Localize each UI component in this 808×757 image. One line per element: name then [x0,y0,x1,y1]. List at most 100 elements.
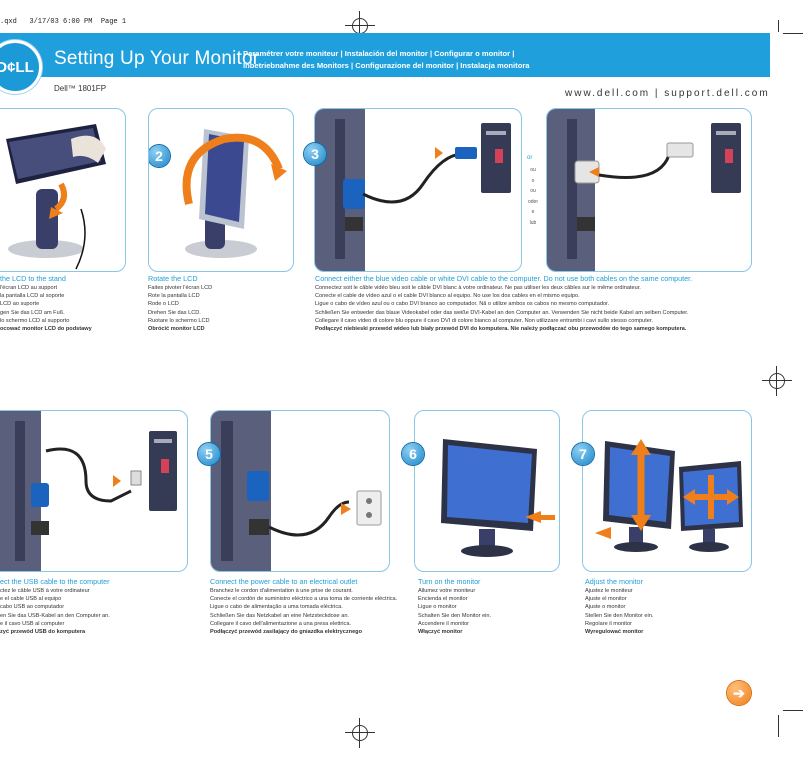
step-5-caption: Connect the power cable to an electrical… [210,577,397,636]
page-subtitle: Paramétrer votre moniteur | Instalación … [243,48,530,72]
dvi-cable-illustration [547,109,741,271]
monitor-on-stand-illustration [6,124,106,270]
page-title: Setting Up Your Monitor [54,48,260,69]
step-2-number-badge: 2 [149,145,170,167]
step-5-line-es: Conecte el cordón de suministro eléctric… [210,596,398,603]
or-it: e [531,209,535,215]
or-translations: ou o ou oder e lub [527,165,539,228]
logo-text: D¢LL [0,58,34,76]
step-1-line-de: gen Sie das LCD am Fuß. [0,309,65,316]
step-3-heading: Connect either the blue video cable or w… [315,274,693,283]
step-3-line-es: Conecte el cable de vídeo azul o el cabl… [315,293,580,300]
step-6-line-fr: Allumez votre moniteur [418,588,476,594]
step-5-line-pt: Ligue o cabo de alimentação a uma tomada… [210,604,343,611]
step-6-line-pl: Włączyć monitor [418,629,463,636]
step-4-line-it: e il cavo USB al computer [0,620,65,627]
step-3-line-it: Collegare il cavo video di colore blu op… [315,317,653,324]
step-5-line-de: Schließen Sie das Netzkabel an eine Netz… [210,612,349,619]
crop-mark [783,710,803,711]
step-4-illustration [0,410,188,572]
rotate-monitor-illustration [182,129,287,258]
next-page-arrow-icon[interactable]: ➔ [727,681,751,705]
registration-mark-icon [345,718,375,748]
step-7-caption: Adjust the monitor Ajustez le moniteur A… [585,577,653,636]
step-7-line-es: Ajuste el monitor [585,596,627,603]
next-arrow-glyph: ➔ [733,684,745,701]
step-1-illustration [0,108,126,272]
step-6-heading: Turn on the monitor [418,577,481,586]
step-6-line-es: Encienda el monitor [418,596,468,603]
step-7-line-pt: Ajuste o monitor [585,604,626,611]
step-2-line-fr: Faites pivoter l'écran LCD [148,285,213,291]
video-cable-illustration [315,109,511,271]
step-3-illustration [314,108,522,272]
step-1-heading: the LCD to the stand [0,274,66,283]
website-url[interactable]: www.dell.com | support.dell.com [565,88,770,99]
step-2-caption: Rotate the LCD Faites pivoter l'écran LC… [148,274,212,333]
crop-mark [783,33,803,34]
step-7-line-pl: Wyregulować monitor [585,629,644,636]
subtitle-line-2: Inbetriebnahme des Monitors | Configuraz… [243,61,530,70]
step-7-line-fr: Ajustez le moniteur [585,588,633,594]
step-1-line-pl: ocować monitor LCD do podstawy [0,326,92,333]
step-4-line-de: en Sie das USB-Kabel an den Computer an. [0,612,110,619]
or-es: o [531,177,535,184]
step-2-illustration: 2 [148,108,294,272]
step-5-number-badge: 5 [198,443,220,465]
step-2-line-de: Drehen Sie das LCD. [148,309,201,316]
power-cable-illustration [211,411,382,571]
step-5-line-it: Collegare il cavo dell'alimentazione a u… [210,620,351,627]
step-4-caption: ect the USB cable to the computer ctez l… [0,577,110,636]
step-2-line-it: Ruotare lo schermo LCD [148,317,210,324]
step-1-caption: the LCD to the stand l'écran LCD au supp… [0,274,92,333]
step-7-illustration [582,410,752,572]
step-6-line-pt: Ligue o monitor [418,604,457,611]
registration-mark-icon [762,366,792,396]
or-pl: lub [529,219,537,226]
crop-mark [778,20,779,32]
step-2-heading: Rotate the LCD [148,274,198,283]
dell-logo-icon: D¢LL [0,40,42,94]
step-5-illustration [210,410,390,572]
step-1-line-es: la pantalla LCD al soporte [0,293,65,300]
step-6-line-de: Schalten Sie den Monitor ein. [418,612,492,619]
step-4-line-pl: zyć przewód USB do komputera [0,629,86,636]
model-name: Dell™ 1801FP [54,84,107,93]
print-slug: .qxd 3/17/03 6:00 PM Page 1 [0,18,127,26]
adjust-monitor-illustration [595,439,743,552]
or-fr: ou [530,167,536,173]
step-3-line-pl: Podłączyć niebieski przewód wideo lub bi… [315,326,687,333]
step-3-line-pt: Ligue o cabo de vídeo azul ou o cabo DVI… [315,301,610,308]
power-on-illustration [441,439,555,557]
step-6-line-it: Accendere il monitor [418,620,469,627]
step-4-line-fr: ctez le câble USB à votre ordinateur [0,588,90,594]
step-3-caption: Connect either the blue video cable or w… [315,274,692,333]
step-2-line-pt: Rode o LCD [148,301,179,308]
step-1-line-pt: LCD ao suporte [0,301,40,308]
step-4-heading: ect the USB cable to the computer [0,577,110,586]
step-7-line-de: Stellen Sie den Monitor ein. [585,612,654,619]
or-pt: ou [530,188,536,194]
step-3-line-de: Schließen Sie entweder das blaue Videoka… [315,309,689,316]
or-de: oder [527,198,538,205]
registration-mark-icon [345,11,375,41]
step-2-line-pl: Obrócić monitor LCD [148,326,205,333]
step-1-line-it: lo schermo LCD al supporto [0,317,70,324]
step-3-line-fr: Connectez soit le câble vidéo bleu soit … [315,285,641,291]
step-4-line-pt: cabo USB ao computador [0,604,65,611]
step-5-line-fr: Branchez le cordon d'alimentation à une … [210,588,353,594]
crop-mark [778,715,779,737]
step-5-line-pl: Podłączyć przewód zasilający do gniazdka… [210,629,363,636]
step-3-number-badge: 3 [304,143,326,165]
step-4-line-es: e el cable USB al equipo [0,596,62,603]
step-1-line-fr: l'écran LCD au support [0,285,58,291]
header-banner [0,33,770,77]
step-2-line-es: Rote la pantalla LCD [148,293,200,300]
step-6-caption: Turn on the monitor Allumez votre monite… [418,577,491,636]
or-label: or [527,155,533,161]
step-7-number-badge: 7 [572,443,594,465]
subtitle-line-1: Paramétrer votre moniteur | Instalación … [243,49,515,58]
step-7-line-it: Regolare il monitor [585,620,632,627]
step-5-heading: Connect the power cable to an electrical… [210,577,358,586]
usb-cable-illustration [0,411,177,571]
